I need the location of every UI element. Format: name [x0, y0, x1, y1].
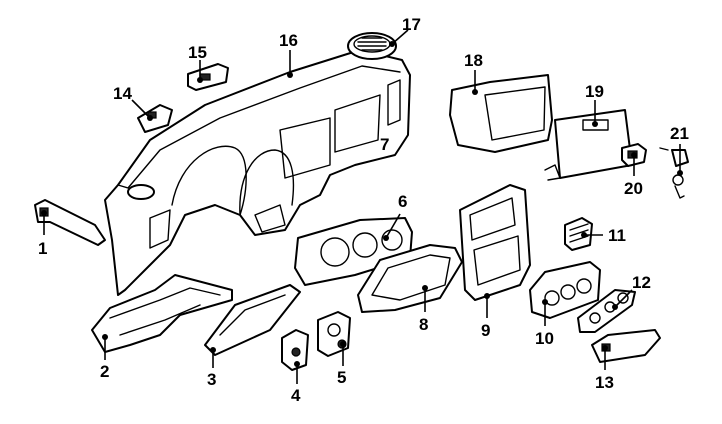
callout-12: 12: [632, 273, 651, 292]
callout-3: 3: [207, 370, 216, 389]
heater-control-unit: [529, 261, 601, 319]
callout-21: 21: [670, 124, 689, 143]
callout-19: 19: [585, 82, 604, 101]
cluster-lid: [357, 244, 463, 313]
callout-16: 16: [279, 31, 298, 50]
leader-lines: [41, 29, 683, 384]
pocket-tray: [591, 329, 661, 363]
center-vent: [564, 217, 593, 251]
glove-box-bin: [449, 74, 553, 153]
switch-trim-top: [187, 63, 229, 91]
callout-18: 18: [464, 51, 483, 70]
callout-9: 9: [481, 321, 490, 340]
callout-6: 6: [398, 192, 407, 211]
glove-box-door: [544, 109, 633, 181]
callout-14: 14: [113, 84, 132, 103]
callout-17: 17: [402, 15, 421, 34]
lock-cylinder-key: [659, 147, 689, 199]
switch-unit-large: [317, 311, 351, 357]
callout-5: 5: [337, 368, 346, 387]
callout-1: 1: [38, 239, 47, 258]
callout-13: 13: [595, 373, 614, 392]
center-bezel: [459, 184, 531, 301]
side-vent-left: [137, 104, 173, 133]
callout-8: 8: [419, 315, 428, 334]
callout-labels: 1 2 3 4 5 6 7 8 9 10 11 12 13 14 15 16 1…: [38, 15, 689, 405]
callout-4: 4: [291, 386, 301, 405]
glove-box-lid: [204, 284, 301, 356]
callout-2: 2: [100, 362, 109, 381]
lower-cover-panel: [91, 274, 233, 353]
callout-11: 11: [608, 226, 626, 245]
callout-7: 7: [380, 135, 389, 154]
callout-15: 15: [188, 43, 207, 62]
switch-unit-small: [281, 329, 309, 371]
callout-10: 10: [535, 329, 554, 348]
speaker-grille: [347, 32, 397, 60]
callout-20: 20: [624, 179, 643, 198]
